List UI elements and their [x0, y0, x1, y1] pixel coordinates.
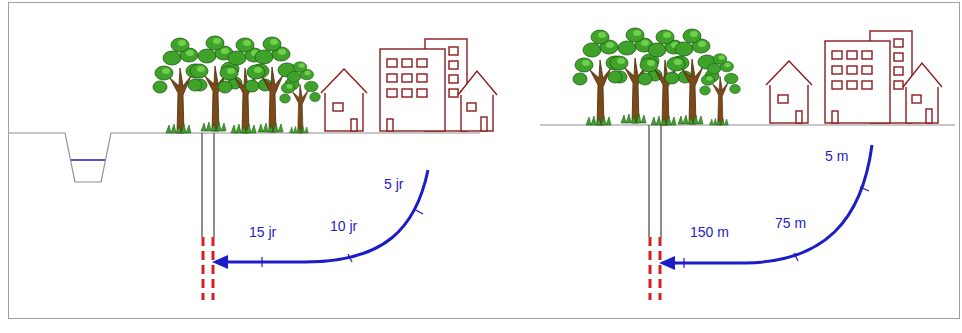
time-label: 10 jr: [328, 219, 359, 234]
time-label: 150 m: [688, 225, 731, 240]
time-label: 75 m: [773, 216, 808, 231]
time-label: 5 jr: [382, 177, 405, 192]
time-label: 15 jr: [247, 225, 278, 240]
time-label: 5 m: [823, 149, 850, 164]
